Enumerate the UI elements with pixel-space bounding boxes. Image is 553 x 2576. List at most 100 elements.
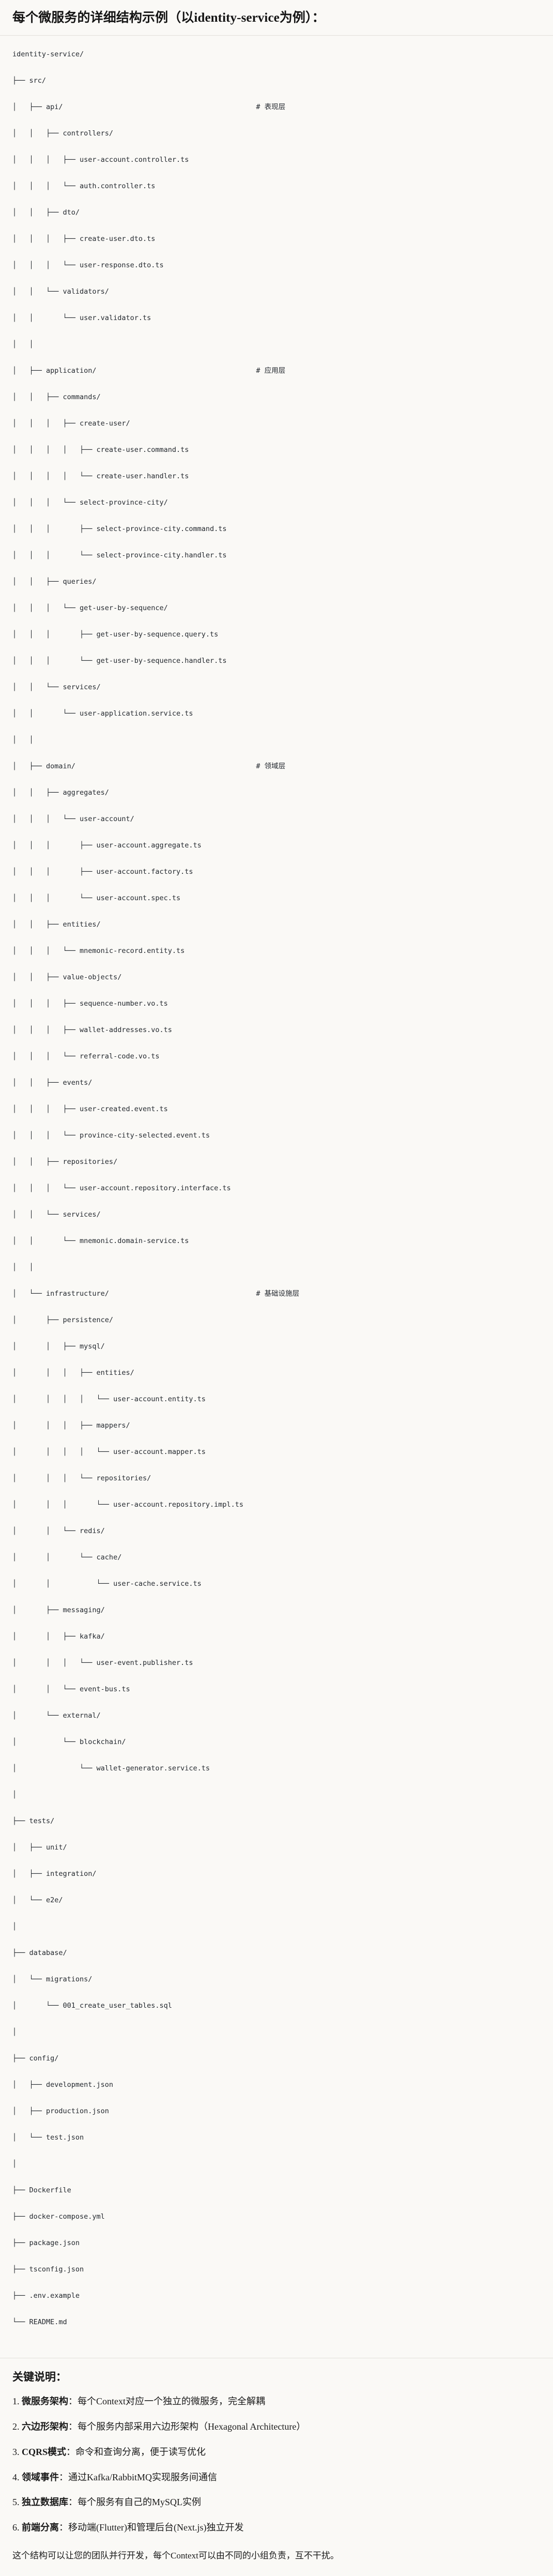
- tree-line-path: │ ├── integration/: [12, 1869, 97, 1878]
- tree-line: │ │ │ │ └── user-account.mapper.ts: [12, 1446, 541, 1459]
- tree-line-path: │ │ │ ├── user-account.factory.ts: [12, 867, 193, 876]
- tree-line-path: │ │ ├── commands/: [12, 392, 101, 401]
- tree-line: │ │ │ ├── user-account.controller.ts: [12, 154, 541, 167]
- tree-line-path: │: [12, 2159, 17, 2168]
- tree-line-path: identity-service/: [12, 50, 84, 58]
- tree-line: │ │ └── services/: [12, 681, 541, 694]
- tree-line-path: │ │: [12, 340, 34, 348]
- tree-line: │ │ │ └── repositories/: [12, 1472, 541, 1486]
- tree-line: │ └── infrastructure/ # 基础设施层: [12, 1287, 541, 1301]
- directory-tree-block: identity-service/ ├── src/ │ ├── api/ # …: [0, 35, 553, 2358]
- tree-line-path: │ │ │ └── user-account.repository.interf…: [12, 1184, 231, 1192]
- tree-line: │ ├── integration/: [12, 1868, 541, 1881]
- tree-line-path: ├── tests/: [12, 1816, 55, 1825]
- tree-line-path: │ │ │ ├── create-user.dto.ts: [12, 234, 156, 243]
- tree-line: identity-service/: [12, 48, 541, 62]
- tree-line: │ │ │ ├── user-created.event.ts: [12, 1103, 541, 1116]
- tree-line: │ ├── domain/ # 领域层: [12, 760, 541, 774]
- tree-line-path: │ │ │ └── province-city-selected.event.t…: [12, 1131, 210, 1140]
- tree-line-path: │ │ │ │ └── create-user.handler.ts: [12, 472, 189, 480]
- tree-line: │ │ ├── value-objects/: [12, 971, 541, 984]
- tree-line-path: │ └── 001_create_user_tables.sql: [12, 2001, 172, 2010]
- tree-line-path: │ │ │ └── select-province-city.handler.t…: [12, 551, 227, 559]
- tree-line-path: │ ├── messaging/: [12, 1605, 105, 1614]
- tree-line-path: ├── .env.example: [12, 2291, 80, 2300]
- tree-line-path: │ └── test.json: [12, 2133, 84, 2142]
- tree-line: │ │ └── services/: [12, 1208, 541, 1222]
- tree-line-path: │ │ │ ├── get-user-by-sequence.query.ts: [12, 630, 219, 639]
- tree-line-path: ├── package.json: [12, 2238, 80, 2247]
- tree-line: │ │ │ ├── create-user.dto.ts: [12, 233, 541, 246]
- key-point-item: 2. 六边形架构：每个服务内部采用六边形架构（Hexagonal Archite…: [12, 2419, 541, 2434]
- tree-line-path: │ │ │ ├── user-created.event.ts: [12, 1104, 168, 1113]
- tree-line-path: │ │ │ └── select-province-city/: [12, 498, 168, 507]
- tree-line-comment: # 应用层: [256, 366, 286, 375]
- tree-line: │ │ │ │ └── user-account.entity.ts: [12, 1393, 541, 1406]
- key-points-footer: 这个结构可以让您的团队并行开发，每个Context可以由不同的小组负责，互不干扰…: [12, 2550, 339, 2560]
- key-point-number: 5.: [12, 2497, 22, 2508]
- tree-line: │ └── test.json: [12, 2131, 541, 2145]
- tree-line: │ ├── production.json: [12, 2105, 541, 2118]
- tree-line-path: │ │ │ │ ├── create-user.command.ts: [12, 445, 189, 454]
- tree-line: │ └── e2e/: [12, 1894, 541, 1907]
- key-point-description: ：命令和查询分离，便于读写优化: [66, 2446, 206, 2457]
- tree-line-path: ├── tsconfig.json: [12, 2265, 84, 2274]
- tree-line: │ │ │ └── get-user-by-sequence/: [12, 602, 541, 615]
- key-point-description: ：每个服务内部采用六边形架构（Hexagonal Architecture）: [68, 2421, 306, 2432]
- tree-line-path: │ │ └── user-cache.service.ts: [12, 1579, 202, 1588]
- tree-line: │ │ │ ├── get-user-by-sequence.query.ts: [12, 628, 541, 642]
- tree-line-path: │ │ └── services/: [12, 683, 101, 691]
- tree-line: │ │ └── user.validator.ts: [12, 312, 541, 325]
- tree-line-path: │ │: [12, 1263, 34, 1271]
- tree-line-path: └── README.md: [12, 2317, 67, 2326]
- tree-line: │: [12, 2026, 541, 2039]
- tree-line: │ │ ├── events/: [12, 1077, 541, 1090]
- tree-line: │ │ │ └── user-account.repository.interf…: [12, 1182, 541, 1195]
- page-title: 每个微服务的详细结构示例（以identity-service为例）：: [12, 11, 325, 25]
- tree-line-path: ├── src/: [12, 76, 47, 85]
- tree-line: │ ├── unit/: [12, 1841, 541, 1855]
- tree-line-path: │ │ │ ├── entities/: [12, 1368, 134, 1377]
- tree-line-path: │ │ │ │ └── user-account.entity.ts: [12, 1395, 206, 1403]
- tree-line: │ │ ├── aggregates/: [12, 786, 541, 800]
- tree-line-path: │ │ │ ├── wallet-addresses.vo.ts: [12, 1025, 172, 1034]
- tree-line: │: [12, 1789, 541, 1802]
- key-point-item: 3. CQRS模式：命令和查询分离，便于读写优化: [12, 2445, 541, 2460]
- tree-line-path: │ │ ├── mysql/: [12, 1342, 105, 1351]
- key-point-number: 2.: [12, 2421, 22, 2432]
- tree-line-path: │ │ ├── dto/: [12, 208, 80, 217]
- tree-line: │ │ │ └── user-account/: [12, 813, 541, 826]
- tree-line: ├── Dockerfile: [12, 2184, 541, 2198]
- key-point-term: 微服务架构: [22, 2396, 68, 2407]
- tree-line-path: │ │ ├── queries/: [12, 577, 97, 586]
- tree-line-path: │ ├── unit/: [12, 1843, 67, 1852]
- tree-line-path: │ │ │ ├── create-user/: [12, 419, 130, 428]
- tree-line-gap: [97, 367, 256, 375]
- tree-line-path: │ │ ├── events/: [12, 1078, 93, 1087]
- tree-line-gap: [75, 762, 256, 770]
- tree-line-path: │ │ │ ├── sequence-number.vo.ts: [12, 999, 168, 1008]
- tree-line: │ │ ├── queries/: [12, 575, 541, 589]
- tree-line-path: │ └── external/: [12, 1711, 101, 1720]
- tree-line: │ │ │ └── get-user-by-sequence.handler.t…: [12, 655, 541, 668]
- tree-line-path: │ │ │ └── auth.controller.ts: [12, 181, 156, 190]
- tree-line-path: │ │ └── user.validator.ts: [12, 313, 151, 322]
- tree-line: │ │ └── mnemonic.domain-service.ts: [12, 1235, 541, 1248]
- tree-line: │ │ │ │ ├── create-user.command.ts: [12, 444, 541, 457]
- tree-line-path: │ │ │ ├── user-account.aggregate.ts: [12, 841, 202, 850]
- tree-line: │ │ ├── dto/: [12, 206, 541, 220]
- tree-line: │ │ ├── entities/: [12, 918, 541, 932]
- tree-line: │ │ │ ├── create-user/: [12, 417, 541, 431]
- tree-line: ├── docker-compose.yml: [12, 2210, 541, 2224]
- tree-line-path: │ │ ├── kafka/: [12, 1632, 105, 1641]
- tree-line: ├── .env.example: [12, 2290, 541, 2303]
- tree-line: └── README.md: [12, 2316, 541, 2329]
- tree-line: │ │ └── redis/: [12, 1525, 541, 1538]
- tree-line: │ │ ├── controllers/: [12, 127, 541, 141]
- tree-line-path: │ │ │ └── repositories/: [12, 1474, 151, 1482]
- key-point-number: 3.: [12, 2446, 22, 2457]
- tree-line: │ │ └── user-cache.service.ts: [12, 1578, 541, 1591]
- tree-line-path: │ │ │ └── user-event.publisher.ts: [12, 1658, 193, 1667]
- tree-line: │ │ │ └── referral-code.vo.ts: [12, 1050, 541, 1064]
